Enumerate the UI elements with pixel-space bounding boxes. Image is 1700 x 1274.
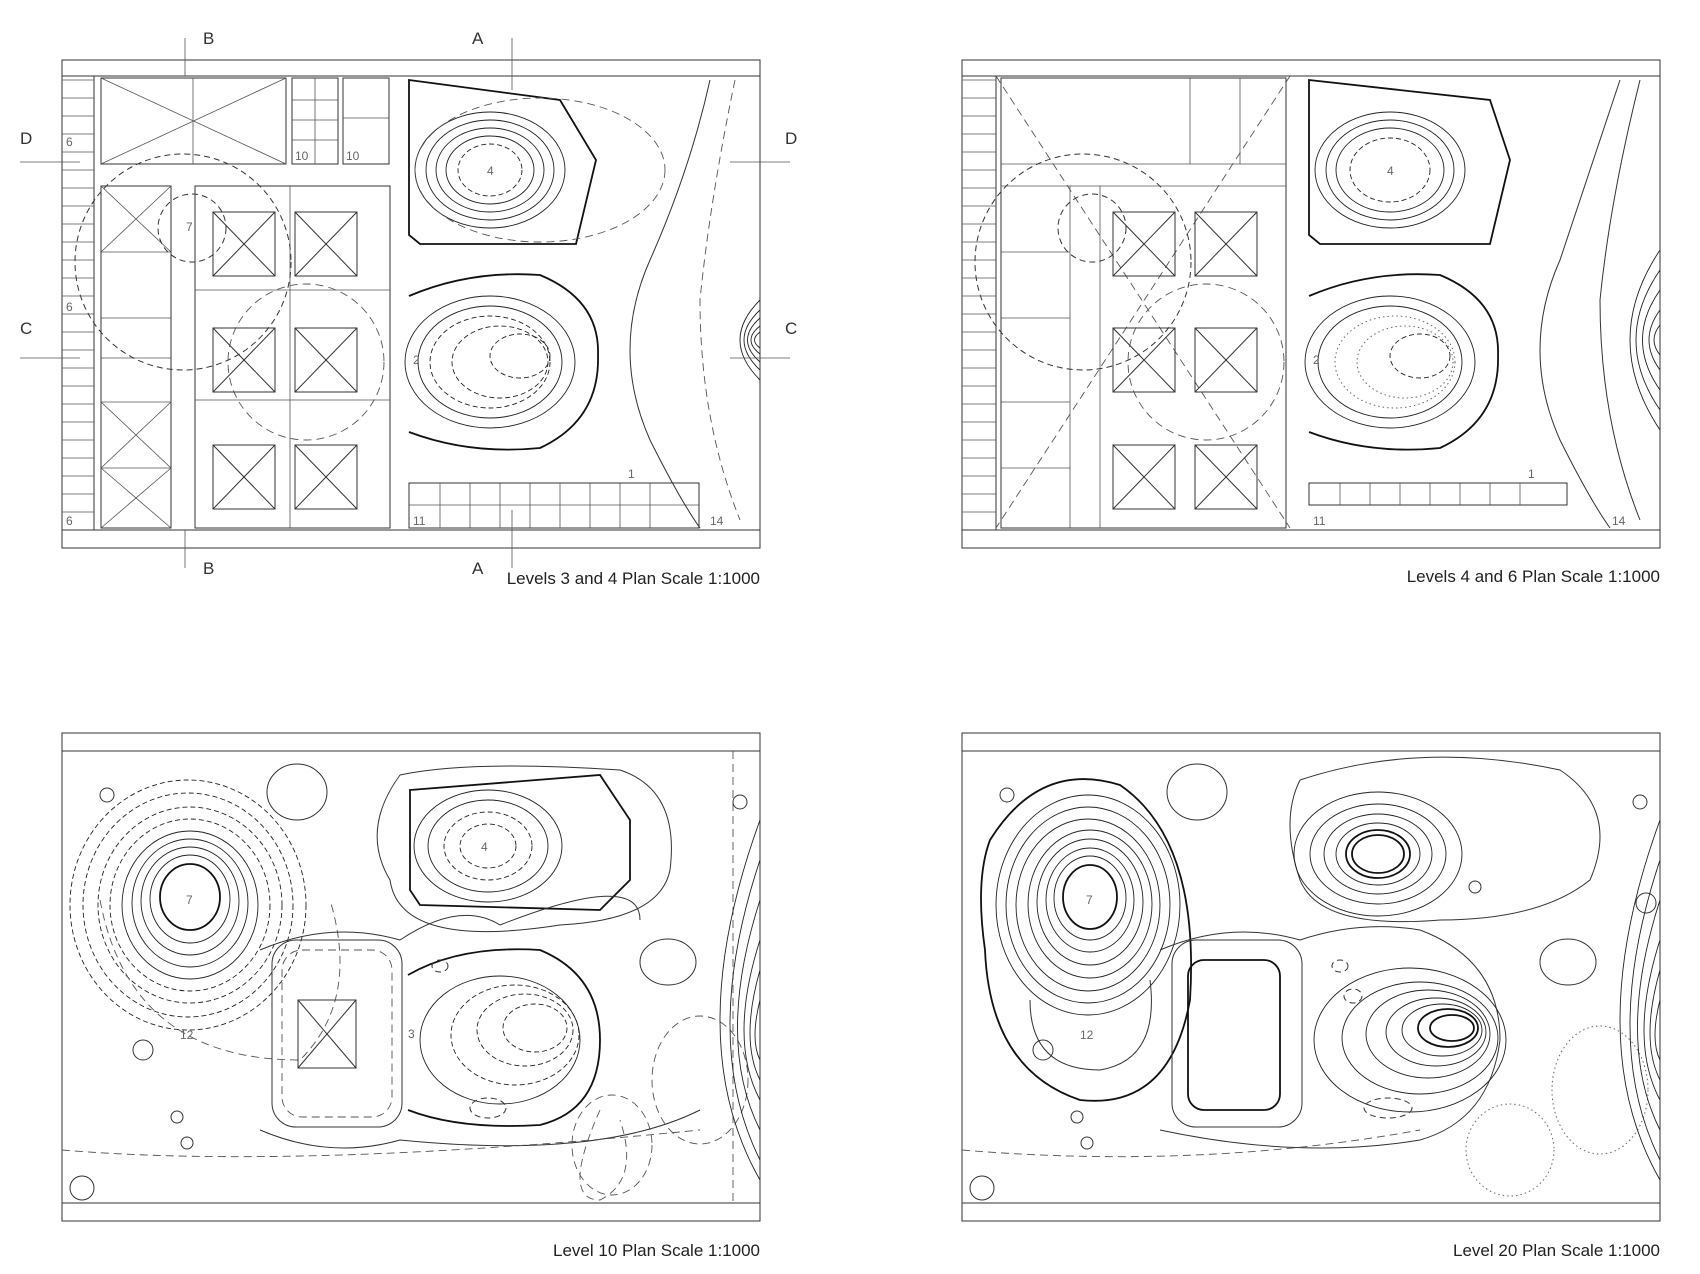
section-marker-label: B bbox=[203, 559, 214, 578]
room-number: 4 bbox=[481, 840, 488, 854]
plan-levels-4-6: 1 2 4 11 14 Levels 4 and 6 Plan Scale 1:… bbox=[961, 59, 1661, 586]
room-number: 7 bbox=[186, 220, 193, 234]
room-number: 12 bbox=[180, 1028, 194, 1042]
section-marker-label: D bbox=[20, 129, 32, 148]
room-number: 11 bbox=[413, 514, 426, 528]
room-numbers: 1 2 4 11 14 bbox=[1313, 164, 1626, 528]
room-number: 10 bbox=[346, 149, 360, 163]
section-marker-label: C bbox=[785, 319, 797, 338]
section-marker-label: D bbox=[785, 129, 797, 148]
room-numbers: 3 4 7 12 bbox=[180, 840, 488, 1042]
plan-caption: Levels 4 and 6 Plan Scale 1:1000 bbox=[1407, 567, 1660, 586]
section-markers: A A B B C C D D bbox=[20, 29, 797, 578]
room-number: 2 bbox=[413, 353, 420, 367]
section-marker-label: B bbox=[203, 29, 214, 48]
room-number: 6 bbox=[66, 300, 73, 314]
room-number: 3 bbox=[408, 1027, 415, 1041]
room-number: 6 bbox=[66, 135, 73, 149]
room-number: 11 bbox=[1313, 514, 1326, 528]
plan-caption: Level 10 Plan Scale 1:1000 bbox=[553, 1241, 760, 1260]
room-number: 6 bbox=[66, 514, 73, 528]
plan-caption: Level 20 Plan Scale 1:1000 bbox=[1453, 1241, 1660, 1260]
room-number: 4 bbox=[487, 164, 494, 178]
room-number: 4 bbox=[1387, 164, 1394, 178]
room-number: 1 bbox=[628, 467, 635, 481]
section-marker-label: A bbox=[472, 559, 484, 578]
room-number: 14 bbox=[1612, 514, 1626, 528]
stair-strip bbox=[62, 76, 95, 530]
room-number: 12 bbox=[1080, 1028, 1094, 1042]
section-marker-label: A bbox=[472, 29, 484, 48]
room-number: 14 bbox=[710, 514, 724, 528]
room-number: 1 bbox=[1528, 467, 1535, 481]
room-numbers: 1 2 4 6 6 6 7 10 10 11 14 bbox=[66, 135, 724, 528]
room-number: 2 bbox=[1313, 353, 1320, 367]
room-number: 7 bbox=[1086, 893, 1093, 907]
plan-caption: Levels 3 and 4 Plan Scale 1:1000 bbox=[507, 569, 760, 588]
plan-level-20: 7 12 Level 20 Plan Scale 1:1000 bbox=[961, 732, 1661, 1260]
room-numbers: 7 12 bbox=[1080, 893, 1094, 1042]
section-marker-label: C bbox=[20, 319, 32, 338]
plan-levels-3-4: A A B B C C D D 1 2 4 6 6 6 7 10 10 11 1… bbox=[20, 29, 797, 588]
room-number: 10 bbox=[295, 149, 309, 163]
room-number: 7 bbox=[186, 893, 193, 907]
plan-level-10: 3 4 7 12 Level 10 Plan Scale 1:1000 bbox=[61, 732, 761, 1260]
